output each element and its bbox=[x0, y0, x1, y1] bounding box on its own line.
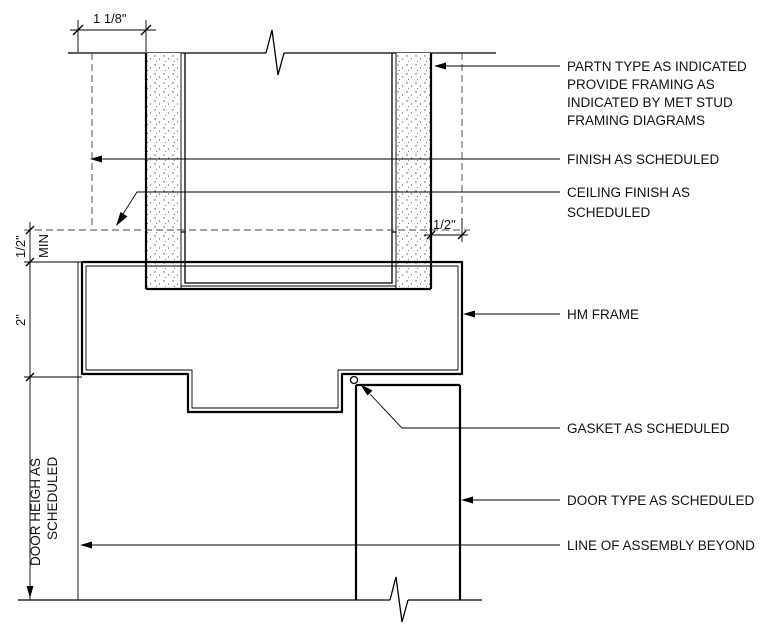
dimension-min-gap-text: 1/2" bbox=[13, 235, 28, 258]
door-height-dimension: DOOR HEIGH AS SCHEDULED bbox=[26, 377, 60, 600]
stud-runner-channel bbox=[146, 231, 431, 291]
bottom-break-line bbox=[18, 576, 482, 623]
leader-gasket bbox=[360, 384, 560, 429]
door-height-label-line-2: SCHEDULED bbox=[45, 456, 60, 540]
leader-partition bbox=[434, 62, 560, 70]
hm-frame bbox=[80, 260, 464, 414]
left-partition-wall bbox=[144, 53, 186, 289]
callout-partition-type: PARTN TYPE AS INDICATED PROVIDE FRAMING … bbox=[567, 59, 747, 128]
callout-partition-line-4: FRAMING DIAGRAMS bbox=[567, 113, 705, 128]
dimension-min-label: MIN bbox=[36, 234, 51, 258]
callout-partition-line-3: INDICATED BY MET STUD bbox=[567, 95, 733, 110]
dimension-right-gap: 1/2" bbox=[424, 217, 468, 242]
callout-ceiling-line-2: SCHEDULED bbox=[567, 205, 651, 220]
callout-assembly-line: LINE OF ASSEMBLY BEYOND bbox=[567, 538, 755, 553]
leader-door-type bbox=[461, 496, 560, 504]
dimension-top-width-text: 1 1/8" bbox=[93, 11, 127, 26]
dimension-frame-height-text: 2" bbox=[13, 314, 28, 326]
door-height-label-line-1: DOOR HEIGH AS bbox=[28, 458, 43, 566]
door-leaf bbox=[354, 383, 462, 600]
dimension-right-gap-text: 1/2" bbox=[433, 217, 456, 232]
callout-partition-line-2: PROVIDE FRAMING AS bbox=[567, 77, 715, 92]
dimension-min-gap: 1/2" MIN bbox=[13, 222, 82, 270]
callout-partition-line-1: PARTN TYPE AS INDICATED bbox=[567, 59, 747, 74]
dimension-frame-height: 2" bbox=[13, 262, 82, 382]
hidden-lines bbox=[24, 53, 470, 231]
leader-hm-frame bbox=[463, 310, 560, 318]
callout-ceiling-finish: CEILING FINISH AS SCHEDULED bbox=[567, 185, 690, 220]
callout-hm-frame: HM FRAME bbox=[567, 307, 639, 322]
right-partition-wall bbox=[391, 53, 433, 289]
leader-ceiling-finish bbox=[116, 191, 560, 226]
callout-finish: FINISH AS SCHEDULED bbox=[567, 152, 720, 167]
callout-ceiling-line-1: CEILING FINISH AS bbox=[567, 185, 690, 200]
dimension-top-width: 1 1/8" bbox=[70, 11, 156, 52]
callout-door-type: DOOR TYPE AS SCHEDULED bbox=[567, 493, 755, 508]
leader-assembly-line bbox=[80, 541, 560, 549]
leader-finish bbox=[90, 155, 560, 163]
gasket bbox=[349, 375, 359, 385]
callout-gasket: GASKET AS SCHEDULED bbox=[567, 421, 730, 436]
